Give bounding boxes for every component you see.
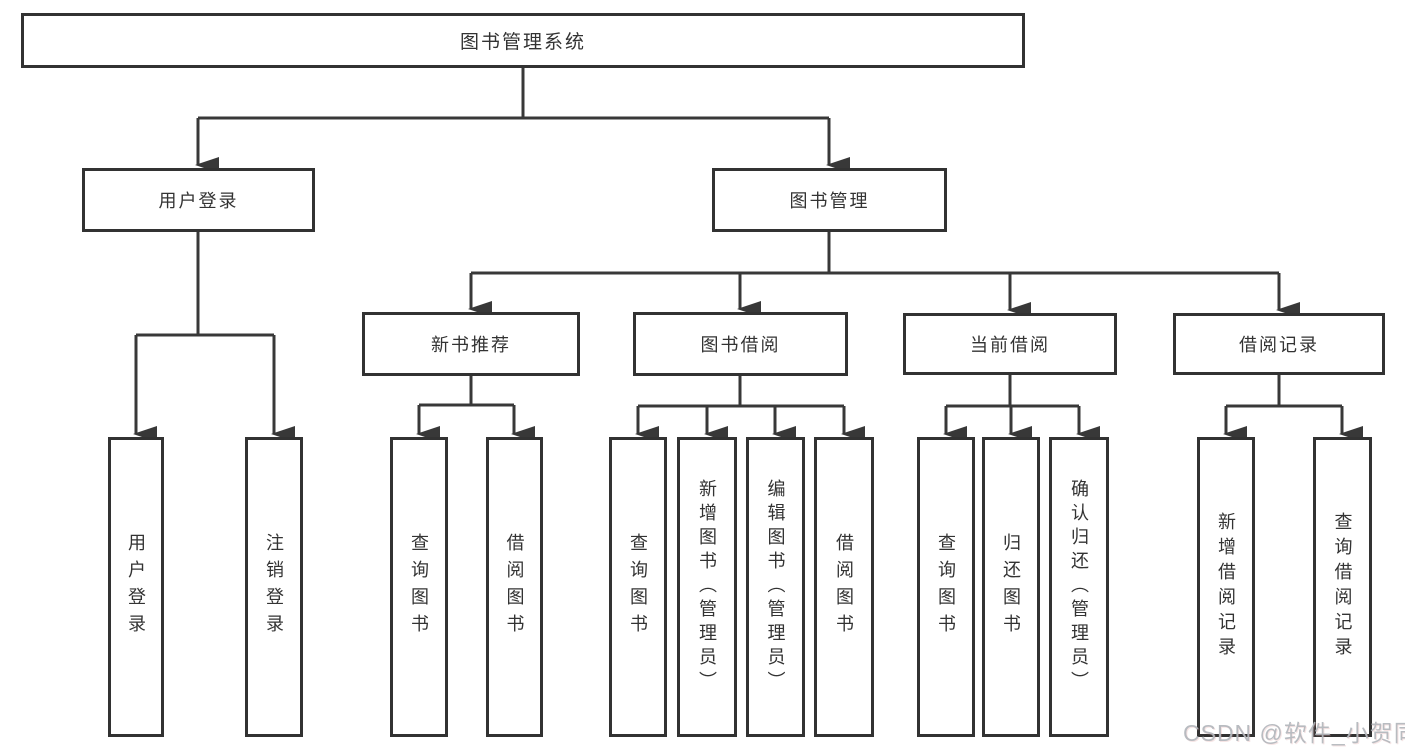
leaf-confirm-return-admin: 确认归还（管理员）	[1049, 437, 1109, 737]
node-label: 用户登录	[126, 533, 146, 641]
leaf-query-books-2: 查询图书	[609, 437, 667, 737]
node-book-management: 图书管理	[712, 168, 947, 232]
leaf-edit-books-admin: 编辑图书（管理员）	[746, 437, 805, 737]
node-user-login: 用户登录	[82, 168, 315, 232]
node-label: 新增借阅记录	[1216, 512, 1236, 662]
node-label: 当前借阅	[970, 335, 1050, 355]
node-label: 注销登录	[264, 533, 284, 641]
node-label: 借阅图书	[504, 533, 525, 641]
leaf-logout: 注销登录	[245, 437, 303, 737]
node-current-borrowing: 当前借阅	[903, 313, 1117, 375]
node-book-borrowing: 图书借阅	[633, 312, 848, 376]
leaf-add-borrow-record: 新增借阅记录	[1197, 437, 1255, 737]
leaf-add-books-admin: 新增图书（管理员）	[677, 437, 737, 737]
node-label: 新增图书（管理员）	[697, 479, 717, 695]
node-label: 图书借阅	[700, 335, 781, 355]
node-label: 归还图书	[1001, 533, 1021, 641]
leaf-query-books-3: 查询图书	[917, 437, 975, 737]
node-label: 图书管理	[789, 191, 870, 211]
leaf-borrow-books-1: 借阅图书	[486, 437, 543, 737]
leaf-borrow-books-2: 借阅图书	[814, 437, 874, 737]
node-label: 用户登录	[158, 191, 239, 211]
csdn-watermark: CSDN @软件_小贺同学	[1183, 720, 1405, 746]
leaf-query-books-1: 查询图书	[390, 437, 448, 737]
node-label: 新书推荐	[431, 335, 511, 355]
node-label: 编辑图书（管理员）	[765, 479, 786, 695]
leaf-query-borrow-record: 查询借阅记录	[1313, 437, 1372, 737]
node-label: 查询图书	[936, 533, 956, 641]
node-new-book-recommendation: 新书推荐	[362, 312, 580, 376]
node-borrowing-records: 借阅记录	[1173, 313, 1385, 375]
node-label: 查询借阅记录	[1332, 512, 1353, 662]
node-label: 查询图书	[628, 533, 648, 641]
leaf-return-books: 归还图书	[982, 437, 1040, 737]
node-label: 借阅图书	[834, 533, 854, 641]
leaf-user-login: 用户登录	[108, 437, 164, 737]
node-label: 借阅记录	[1239, 335, 1319, 355]
tree-branch-lines	[133, 68, 1363, 442]
node-label: 图书管理系统	[459, 32, 586, 53]
node-label: 确认归还（管理员）	[1069, 479, 1089, 695]
node-label: 查询图书	[409, 533, 429, 641]
node-library-management-system: 图书管理系统	[21, 13, 1025, 68]
